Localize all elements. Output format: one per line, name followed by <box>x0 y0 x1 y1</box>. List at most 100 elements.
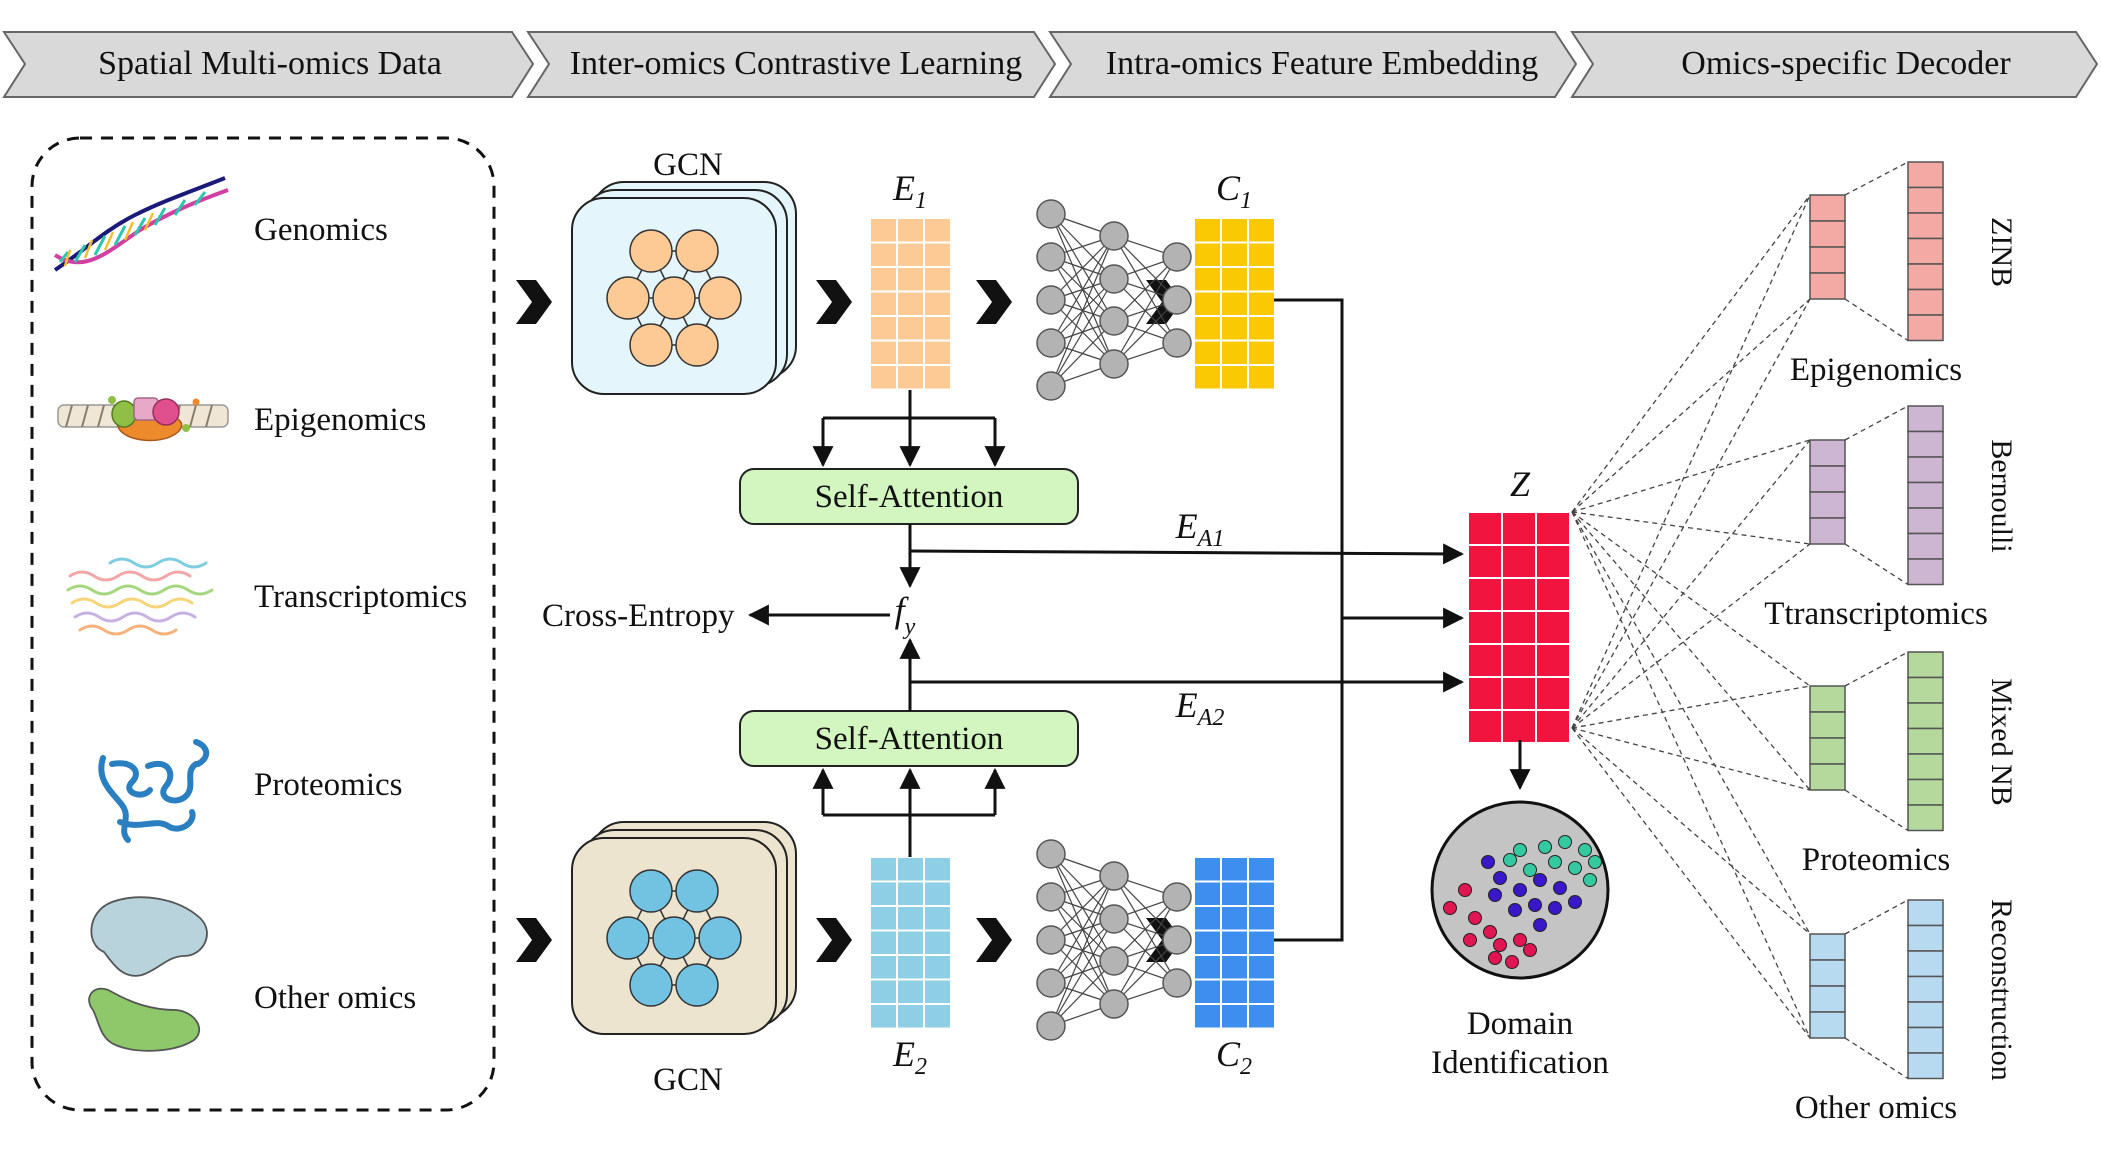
grid-cell <box>1247 290 1276 317</box>
grid-cell <box>869 364 898 391</box>
e1-label: E1 <box>892 168 927 214</box>
omics-decoders: EpigenomicsZINBTtranscriptomicsBernoulli… <box>1571 161 2018 1126</box>
grid-cell <box>896 954 925 981</box>
grid-cell <box>1220 339 1249 366</box>
cluster-dot <box>1488 888 1502 902</box>
decoder-omics-label: Epigenomics <box>1790 352 1962 388</box>
decoder-omics-label: Other omics <box>1795 1090 1957 1126</box>
decoder-link <box>1571 298 1811 513</box>
mlp-neuron <box>1099 904 1129 934</box>
decoder-cell <box>1809 246 1846 274</box>
decoder-cell <box>1907 288 1944 316</box>
grid-cell <box>1247 929 1276 956</box>
decoder-link <box>1571 727 1811 1039</box>
cluster-dot <box>1483 925 1497 939</box>
decoder-cell <box>1907 1001 1944 1029</box>
decoder-3: Proteomics Mixed NB <box>1571 511 2018 878</box>
grid-cell <box>896 364 925 391</box>
cluster-dot <box>1548 855 1562 869</box>
fy-label: fy <box>895 590 916 640</box>
mlp-edge <box>1050 875 1115 941</box>
mlp-edge <box>1050 235 1115 344</box>
stage-chevron-1: Spatial Multi-omics Data <box>2 31 535 98</box>
e2-label: E2 <box>892 1034 927 1080</box>
grid-cell <box>1220 856 1249 883</box>
grid-cell <box>923 315 952 342</box>
mlp-neuron <box>1036 882 1066 912</box>
decoder-link <box>1571 511 1811 687</box>
grid-cell <box>1247 880 1276 907</box>
grid-cell <box>1535 643 1571 678</box>
grid-cell <box>896 290 925 317</box>
grid-cell <box>1220 315 1249 342</box>
gcn-bottom: GCN <box>571 821 797 1098</box>
grid-cell <box>923 954 952 981</box>
decoder-cell <box>1907 753 1944 781</box>
grid-cell <box>1193 217 1222 244</box>
decoder-cell <box>1809 985 1846 1013</box>
grid-cell <box>896 339 925 366</box>
mlp-neuron <box>1036 839 1066 869</box>
cluster-dot <box>1523 943 1537 957</box>
decoder-link <box>1844 298 1909 342</box>
decoder-cell <box>1907 456 1944 484</box>
grid-cell <box>1535 544 1571 579</box>
mlp-edge <box>1050 918 1115 1027</box>
grid-cell <box>869 241 898 268</box>
grid-cell <box>1247 315 1276 342</box>
gcn-graph <box>606 229 742 367</box>
decoder-omics-label: Proteomics <box>1802 842 1950 878</box>
z-label: Z <box>1510 464 1531 504</box>
decoder-link <box>1571 727 1811 791</box>
grid-cell <box>1220 880 1249 907</box>
mlp-neuron <box>1036 242 1066 272</box>
grid-cell <box>1501 511 1537 546</box>
mlp-neuron <box>1162 925 1192 955</box>
grid-cell <box>1501 709 1537 744</box>
decoder-cell <box>1907 558 1944 586</box>
decoder-cell <box>1907 676 1944 704</box>
grid-cell <box>1535 511 1571 546</box>
self-attention-bottom: Self-Attention <box>739 710 1079 767</box>
grid-cell <box>1193 266 1222 293</box>
cluster-dot <box>1458 883 1472 897</box>
decoder-cell <box>1907 727 1944 755</box>
cross-entropy-label: Cross-Entropy <box>542 598 735 634</box>
grid-cell <box>923 1003 952 1030</box>
c2-label: C2 <box>1216 1034 1252 1080</box>
grid-cell <box>923 905 952 932</box>
mlp-neuron <box>1099 946 1129 976</box>
decoder-link <box>1571 511 1811 935</box>
cluster-dot <box>1481 855 1495 869</box>
grid-cell <box>923 290 952 317</box>
self-attention-top: Self-Attention <box>739 468 1079 525</box>
decoder-omics-label: Ttranscriptomics <box>1764 596 1988 632</box>
mlp-network <box>1036 839 1192 1041</box>
grid-cell <box>1247 241 1276 268</box>
cluster-dot <box>1533 918 1547 932</box>
grid-cell <box>1220 217 1249 244</box>
omics-panel: Genomics Epigenomics Transcriptomics <box>30 136 496 1112</box>
grid-cell <box>869 978 898 1005</box>
mlp-edge <box>1050 320 1115 387</box>
grid-cell <box>923 241 952 268</box>
mlp-neuron <box>1036 968 1066 998</box>
decoder-cell <box>1809 439 1846 467</box>
mlp-neuron <box>1099 264 1129 294</box>
cluster-dot <box>1523 863 1537 877</box>
decoder-link <box>1844 405 1909 441</box>
cluster-dot <box>1578 843 1592 857</box>
decoder-cell <box>1907 212 1944 240</box>
self-attention-label: Self-Attention <box>815 479 1004 515</box>
decoder-cell <box>1809 517 1846 545</box>
grid-cell <box>1193 364 1222 391</box>
cluster-dot <box>1513 843 1527 857</box>
decoder-distribution-label: Mixed NB <box>1985 678 2018 806</box>
decoder-cell <box>1907 924 1944 952</box>
mlp-edge <box>1050 278 1115 387</box>
decoder-cell <box>1907 778 1944 806</box>
graph-node <box>698 916 742 960</box>
